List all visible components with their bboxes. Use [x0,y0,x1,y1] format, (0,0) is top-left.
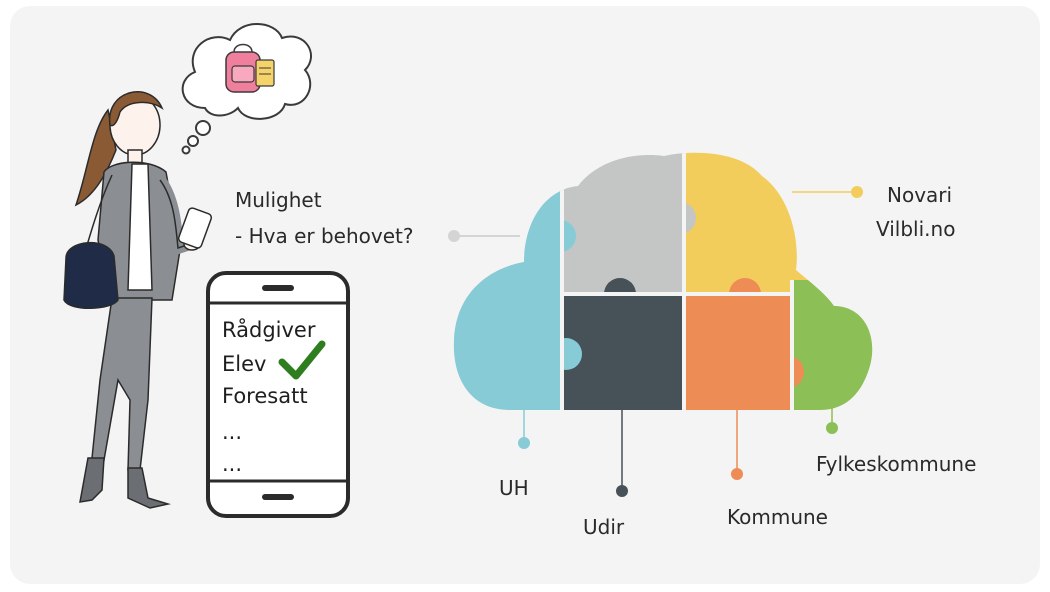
label-novari: Novari [887,183,953,207]
phone-item-foresatt: Foresatt [222,384,308,408]
phone-item-radgiver: Rådgiver [222,318,316,342]
connectors [448,186,863,497]
checkmark-icon [278,340,326,380]
cloud-puzzle [453,152,873,411]
dot-novari [851,186,863,198]
dot-fylkeskommune [826,422,838,434]
phone-item-ellipsis-1: ... [222,420,243,444]
phone-mockup [206,271,350,518]
phone-item-ellipsis-2: ... [222,452,243,476]
phone-item-elev: Elev [222,352,267,376]
piece-uh [453,152,570,411]
label-kommune: Kommune [727,505,828,529]
piece-novari [684,152,814,296]
piece-fylkeskommune [790,280,873,411]
label-hva-er-behovet: - Hva er behovet? [235,224,414,248]
backpack-icon [225,43,275,93]
piece-kommune [684,294,792,411]
label-uh: UH [499,476,529,500]
woman-illustration [63,91,213,509]
dot-udir [616,485,628,497]
dot-kommune [731,468,743,480]
piece-udir [562,294,686,411]
label-mulighet: Mulighet [235,188,322,212]
label-udir: Udir [583,515,625,539]
label-fylkeskommune: Fylkeskommune [816,452,977,476]
label-vilbli: Vilbli.no [876,217,956,241]
dot-mulighet [448,230,460,242]
dot-uh [518,437,530,449]
